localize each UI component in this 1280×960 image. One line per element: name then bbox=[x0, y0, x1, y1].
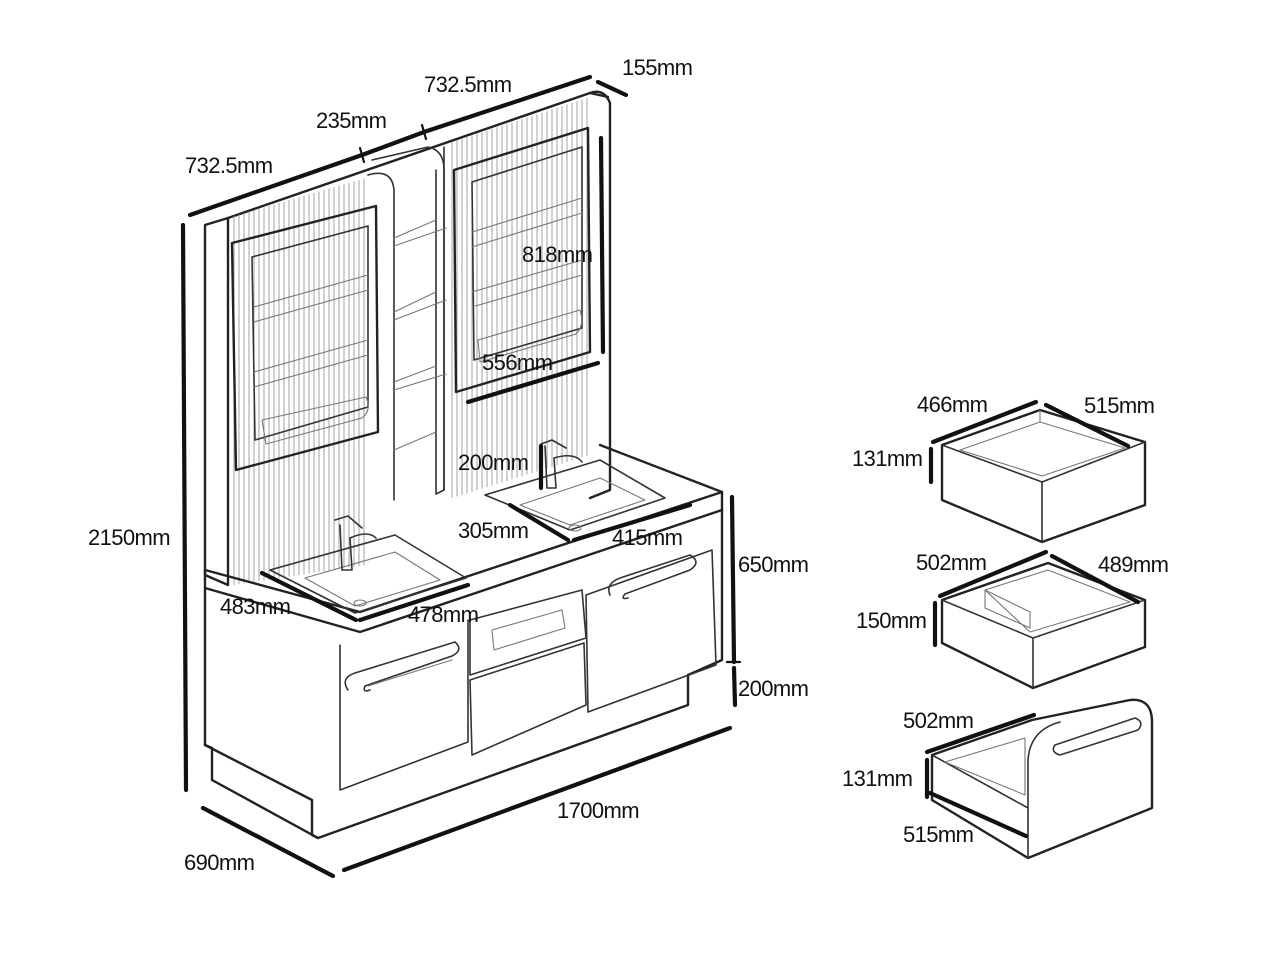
label-top-left-width: 732.5mm bbox=[185, 153, 273, 178]
back-wall bbox=[203, 90, 612, 587]
label-drawer-2-depth: 502mm bbox=[916, 550, 986, 575]
label-drawer-1-width: 515mm bbox=[1084, 393, 1154, 418]
right-mirror-cabinet bbox=[452, 126, 592, 394]
vanity-unit bbox=[203, 90, 724, 840]
middle-shelf-column bbox=[371, 146, 447, 495]
countertop bbox=[203, 443, 724, 634]
drawer-1 bbox=[928, 399, 1147, 544]
label-right-sink-depth: 305mm bbox=[458, 518, 528, 543]
label-total-depth: 690mm bbox=[184, 850, 254, 875]
label-left-sink-depth: 483mm bbox=[220, 594, 290, 619]
label-top-right-width: 732.5mm bbox=[424, 72, 512, 97]
label-total-width: 1700mm bbox=[557, 798, 639, 823]
label-faucet-height: 200mm bbox=[458, 450, 528, 475]
label-middle-width: 235mm bbox=[316, 108, 386, 133]
drawer-2 bbox=[932, 549, 1147, 690]
left-mirror-cabinet bbox=[230, 204, 380, 472]
label-plinth-height: 200mm bbox=[738, 676, 808, 701]
ribbed-panel-right bbox=[451, 97, 588, 498]
left-pillar bbox=[367, 172, 395, 501]
label-drawer-3-height: 131mm bbox=[842, 766, 912, 791]
cabinet-body bbox=[203, 508, 724, 840]
ribbed-panel-left bbox=[233, 178, 365, 585]
label-mirror-depth: 155mm bbox=[622, 55, 692, 80]
label-drawer-2-width: 489mm bbox=[1098, 552, 1168, 577]
main-dimension-lines bbox=[180, 74, 742, 879]
label-total-height: 2150mm bbox=[88, 525, 170, 550]
label-mirror-width: 556mm bbox=[482, 350, 552, 375]
label-drawer-3-depth: 502mm bbox=[903, 708, 973, 733]
label-right-sink-width: 415mm bbox=[612, 525, 682, 550]
right-sink bbox=[484, 439, 666, 532]
left-faucet bbox=[339, 524, 377, 571]
label-drawer-2-height: 150mm bbox=[856, 608, 926, 633]
label-drawer-1-height: 131mm bbox=[852, 446, 922, 471]
drawer-3 bbox=[924, 698, 1154, 860]
dimension-labels: 732.5mm 235mm 732.5mm 155mm 2150mm 818mm… bbox=[88, 55, 1169, 875]
right-faucet bbox=[544, 445, 583, 489]
label-left-sink-width: 478mm bbox=[408, 602, 478, 627]
left-sink bbox=[269, 515, 467, 614]
label-drawer-1-depth: 466mm bbox=[917, 392, 987, 417]
label-drawer-3-width: 515mm bbox=[903, 822, 973, 847]
label-mirror-height: 818mm bbox=[522, 242, 592, 267]
label-cabinet-height: 650mm bbox=[738, 552, 808, 577]
